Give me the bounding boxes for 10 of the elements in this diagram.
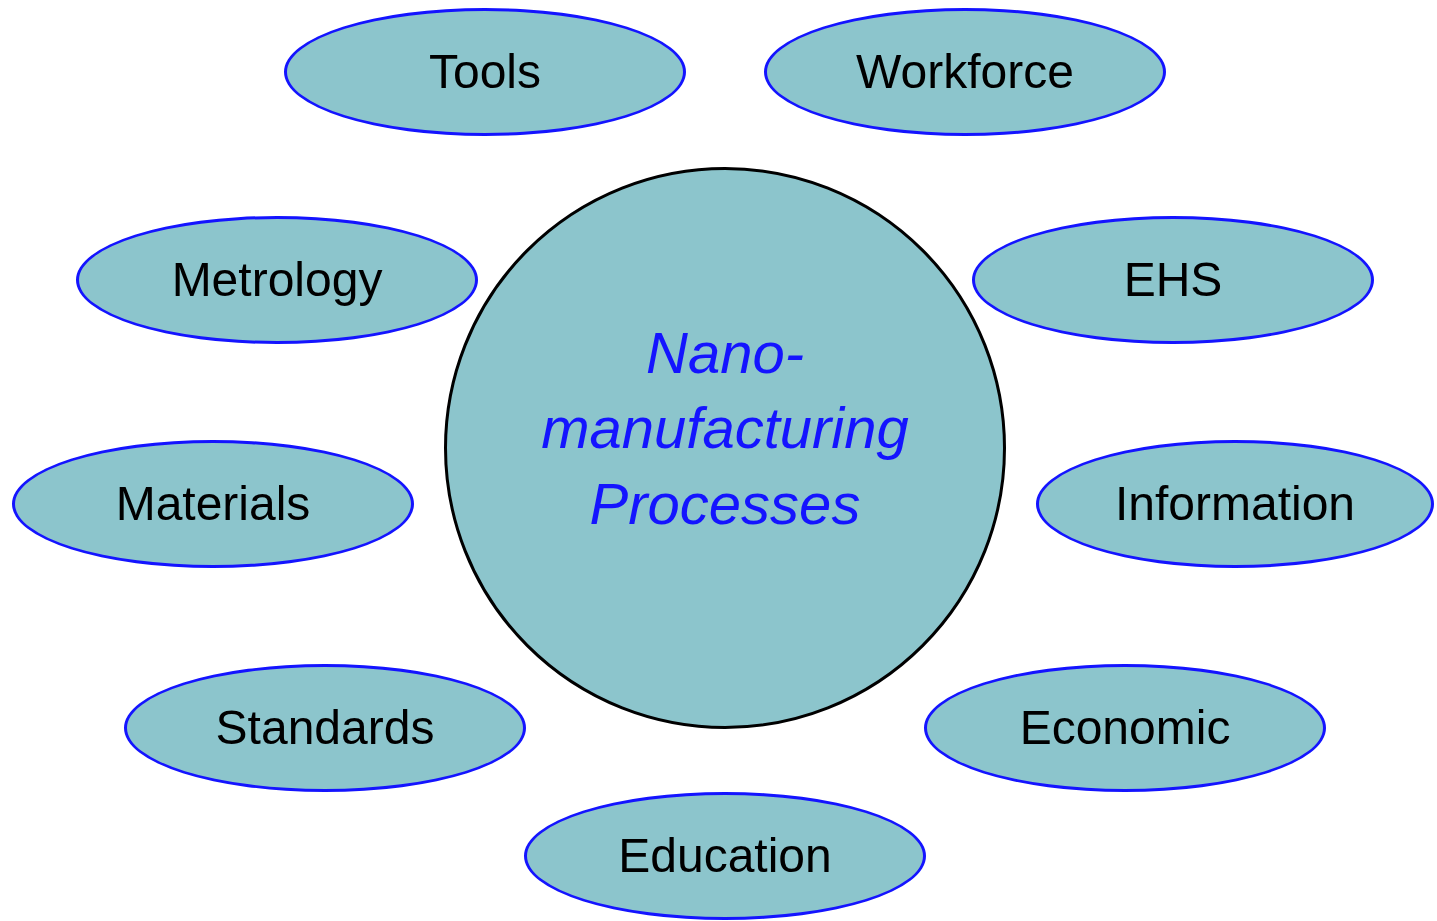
node-label: Standards bbox=[215, 701, 435, 755]
node-label: Workforce bbox=[856, 45, 1074, 99]
node-label: Economic bbox=[1019, 701, 1231, 755]
node-label: EHS bbox=[1123, 253, 1223, 307]
node-label: Education bbox=[618, 829, 832, 883]
node-label: Information bbox=[1114, 477, 1356, 531]
node-label: Materials bbox=[115, 477, 311, 531]
node-label: Nano- manufacturing Processes bbox=[540, 318, 910, 538]
node-label: Metrology bbox=[171, 253, 383, 307]
node-label: Tools bbox=[428, 45, 542, 99]
